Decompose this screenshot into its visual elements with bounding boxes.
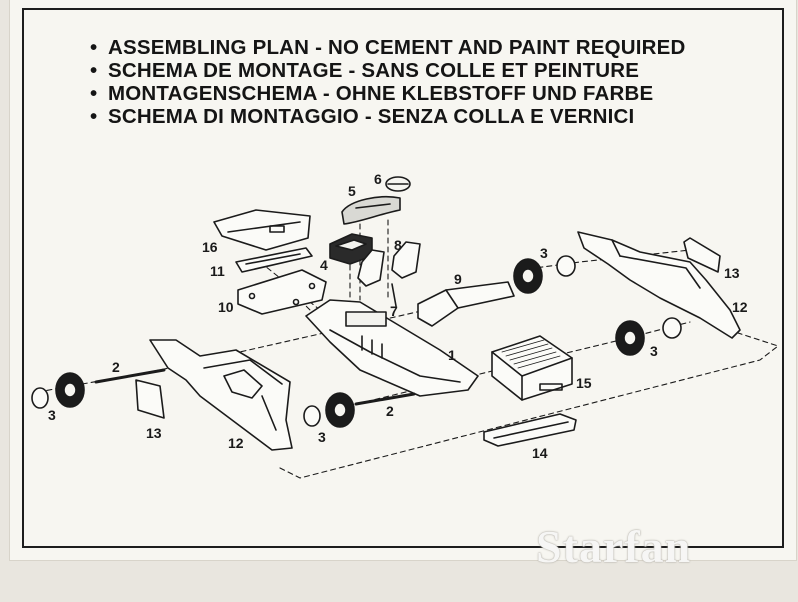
wheel-front-left-part (31, 372, 85, 409)
bullet-icon: • (90, 82, 98, 105)
callout-body-right: 12 (732, 299, 748, 315)
display-stand-part (491, 335, 573, 401)
title-text: ASSEMBLING PLAN - NO CEMENT AND PAINT RE… (108, 36, 686, 59)
left-body-part (149, 339, 293, 451)
wheel-front-right-part (615, 317, 682, 356)
title-italian: • SCHEMA DI MONTAGGIO - SENZA COLLA E VER… (90, 105, 740, 128)
bullet-icon: • (90, 59, 98, 82)
callout-axle-right: 2 (386, 403, 394, 419)
callout-steering-wheel: 6 (374, 171, 382, 187)
steering-wheel-part (385, 176, 411, 192)
chassis-part (305, 299, 479, 397)
wheel-rear-left-part (303, 392, 355, 428)
callout-interior-panel: 9 (454, 271, 462, 287)
wheel-rear-right-part (513, 255, 576, 294)
right-body-part (577, 231, 741, 339)
callout-interior-tub: 4 (320, 257, 328, 273)
callout-chassis: 1 (448, 347, 456, 363)
callout-wheel-front-right: 3 (650, 343, 658, 359)
callout-labels: 1 2 2 3 3 3 3 4 5 6 7 8 9 10 11 12 12 13… (48, 171, 748, 461)
callout-wheel-rear-right: 3 (540, 245, 548, 261)
callout-window-frame: 11 (210, 263, 225, 279)
callout-dashboard: 5 (348, 183, 356, 199)
callout-bumper: 14 (532, 445, 548, 461)
window-frame-part (235, 247, 313, 273)
title-text: MONTAGENSCHEMA - OHNE KLEBSTOFF UND FARB… (108, 82, 654, 105)
title-english: • ASSEMBLING PLAN - NO CEMENT AND PAINT R… (90, 36, 740, 59)
instruction-frame (22, 8, 784, 548)
left-door-part (135, 379, 165, 419)
floor-plate-part (237, 269, 327, 315)
bullet-icon: • (90, 36, 98, 59)
dashboard-part (341, 195, 401, 225)
watermark: Starfan (536, 521, 692, 572)
axle-left-part (94, 368, 166, 384)
callout-seat: 8 (394, 237, 402, 253)
callout-door-left: 13 (146, 425, 162, 441)
assembly-title-list: • ASSEMBLING PLAN - NO CEMENT AND PAINT R… (90, 36, 740, 128)
interior-tub-part (329, 233, 373, 265)
callout-seat-post: 7 (390, 303, 398, 319)
bullet-icon: • (90, 105, 98, 128)
right-door-part (683, 237, 721, 273)
callout-door-right: 13 (724, 265, 740, 281)
axle-right-part (354, 392, 416, 406)
seats-part (357, 241, 421, 287)
callout-display-stand: 15 (576, 375, 592, 391)
callout-wheel-rear-left: 3 (318, 429, 326, 445)
seat-post-part (391, 283, 397, 307)
title-text: SCHEMA DE MONTAGE - SANS COLLE ET PEINTU… (108, 59, 640, 82)
bumper-part (483, 413, 577, 447)
callout-roof: 16 (202, 239, 218, 255)
callout-body-left: 12 (228, 435, 244, 451)
callout-floor-plate: 10 (218, 299, 234, 315)
title-french: • SCHEMA DE MONTAGE - SANS COLLE ET PEINT… (90, 59, 740, 82)
callout-wheel-front-left: 3 (48, 407, 56, 423)
title-text: SCHEMA DI MONTAGGIO - SENZA COLLA E VERN… (108, 105, 635, 128)
roof-part (213, 209, 311, 251)
callout-axle-left: 2 (112, 359, 120, 375)
interior-panel-part (417, 281, 515, 327)
title-german: • MONTAGENSCHEMA - OHNE KLEBSTOFF UND FAR… (90, 82, 740, 105)
